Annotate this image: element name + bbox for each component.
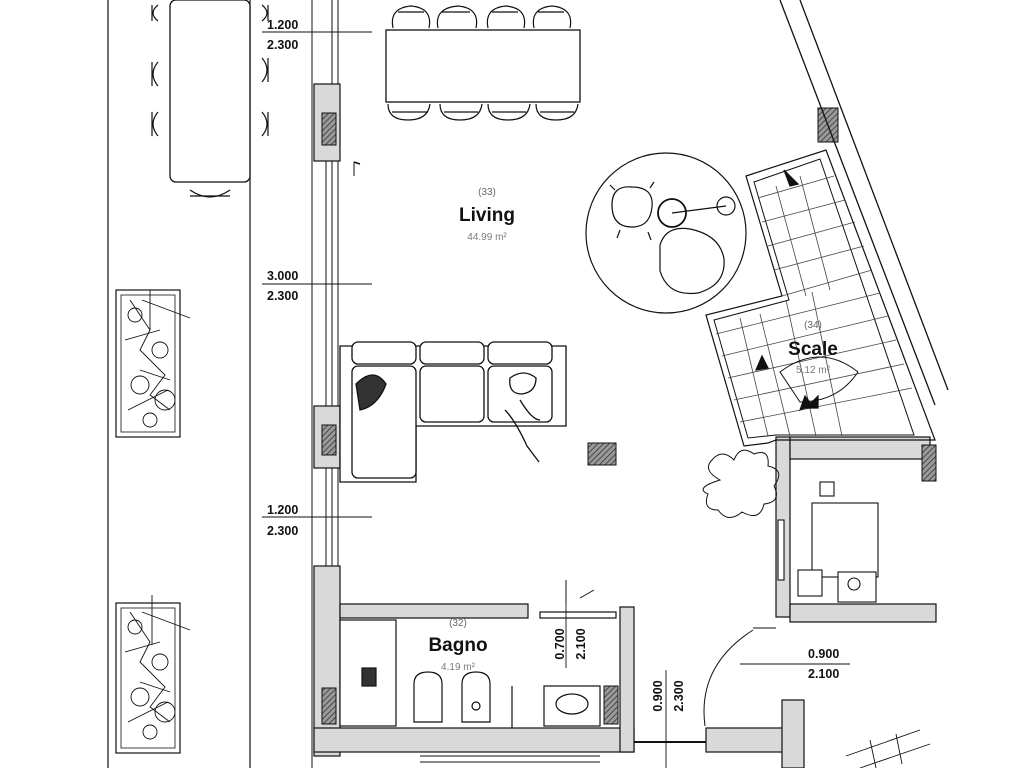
bidet-icon [461, 671, 491, 723]
staircase [705, 149, 936, 447]
dimension-lines [262, 31, 850, 768]
room-label-living: (33) Living 44.99 m² [459, 187, 515, 243]
structural-columns [321, 107, 937, 725]
walls [313, 83, 937, 768]
room-number: (33) [478, 187, 496, 198]
opening-width: 1.200 [267, 18, 298, 32]
room-name: Scale [788, 339, 838, 360]
laundry-fixtures [777, 481, 879, 603]
potted-plant-icon [702, 449, 780, 518]
bathroom-fixtures [339, 611, 617, 728]
opening-height: 2.100 [808, 667, 839, 681]
plant-icon [124, 595, 191, 740]
room-area: 44.99 m² [467, 232, 507, 243]
opening-dim-door-entry: 0.900 2.300 [651, 680, 686, 711]
dining-table [385, 5, 581, 121]
room-label-bagno: (32) Bagno 4.19 m² [428, 618, 487, 673]
outdoor-dining-table [151, 0, 269, 198]
opening-height: 2.100 [574, 628, 588, 659]
lower-stair-fragment [420, 729, 931, 768]
dining-chair [387, 5, 579, 121]
opening-width: 3.000 [267, 269, 298, 283]
room-number: (32) [449, 618, 467, 629]
opening-dim-door-right: 0.900 2.100 [808, 647, 839, 681]
opening-height: 2.300 [267, 38, 298, 52]
opening-height: 2.300 [267, 289, 298, 303]
room-area: 5.12 m² [796, 365, 831, 376]
room-label-scale: (34) Scale 5.12 m² [788, 320, 838, 376]
opening-width: 0.700 [553, 628, 567, 659]
lounge-chairs [585, 152, 747, 314]
opening-width: 1.200 [267, 503, 298, 517]
sloped-exterior-wall [779, 0, 949, 406]
room-name: Living [459, 205, 515, 226]
opening-dim-window-top: 1.200 2.300 [267, 18, 298, 52]
toilet-icon [413, 671, 443, 723]
outdoor-chair [151, 4, 269, 198]
opening-height: 2.300 [672, 680, 686, 711]
planter-bottom [115, 595, 191, 754]
opening-height: 2.300 [267, 524, 298, 538]
opening-dim-window-middle: 3.000 2.300 [267, 269, 298, 303]
opening-width: 0.900 [651, 680, 665, 711]
room-number: (34) [804, 320, 822, 331]
opening-dim-door-bagno: 0.700 2.100 [553, 628, 588, 659]
room-area: 4.19 m² [441, 662, 476, 673]
sofa [339, 341, 567, 483]
planter-top [115, 289, 191, 438]
room-name: Bagno [428, 635, 487, 656]
doors [353, 161, 776, 743]
opening-dim-window-lower: 1.200 2.300 [267, 503, 298, 538]
plant-icon [124, 290, 191, 428]
opening-width: 0.900 [808, 647, 839, 661]
